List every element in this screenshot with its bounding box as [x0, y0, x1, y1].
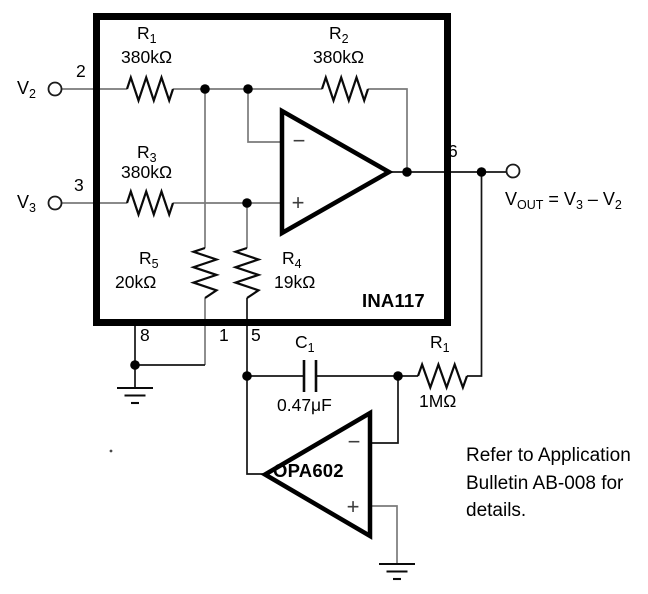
c1-value: 0.47μF [277, 395, 332, 415]
ina117-minus-sign: − [292, 128, 306, 153]
r4-ref: R4 [282, 248, 302, 271]
wire-opa-minus-branch [371, 376, 399, 444]
resistor-r1-top-zigzag [125, 74, 175, 104]
r1-top-ref: R1 [137, 23, 157, 46]
opa602-minus-sign: − [347, 429, 361, 454]
r1-fb-ref: R1 [430, 332, 450, 355]
terminal-v3 [47, 195, 63, 211]
r2-value: 380kΩ [313, 47, 365, 67]
r3-ref: R3 [137, 142, 157, 165]
artifact-dot [109, 449, 113, 453]
r2-ref: R2 [329, 23, 349, 46]
r5-ref: R5 [139, 248, 159, 271]
wire-feedback-vertical [467, 172, 483, 377]
r1-fb-value: 1MΩ [419, 391, 457, 411]
wire-minus-input [247, 89, 281, 143]
pin-3-label: 3 [74, 175, 84, 195]
v3-terminal-label: V3 [17, 192, 36, 215]
r1-top-value: 380kΩ [121, 47, 173, 67]
junction-dot [402, 167, 412, 177]
application-note-line: Refer to Application [466, 445, 631, 466]
ina117-box [93, 13, 451, 326]
resistor-r5-zigzag [190, 246, 220, 299]
wire-opa-plus-to-ground [371, 505, 398, 563]
opamp-opa602-triangle [260, 409, 373, 540]
opa602-part-label: OPA602 [273, 460, 344, 481]
application-note-line: Bulletin AB-008 for [466, 472, 624, 494]
pin-5-label: 5 [251, 325, 261, 345]
c1-ref: C1 [295, 332, 315, 355]
v2-terminal-label: V2 [17, 78, 36, 101]
terminal-vout [505, 163, 521, 179]
application-note-line: details. [466, 500, 527, 521]
resistor-r4-zigzag [232, 246, 262, 299]
ground-symbol-left [117, 386, 153, 405]
ina117-part-label: INA117 [362, 290, 425, 311]
r5-value: 20kΩ [115, 272, 157, 292]
application-note: Refer to Application Bulletin AB-008 for… [466, 442, 631, 525]
junction-dot [242, 371, 252, 381]
junction-dots [130, 84, 487, 381]
wire-r2-to-output [368, 88, 408, 172]
pin-2-label: 2 [76, 61, 86, 81]
r4-value: 19kΩ [274, 272, 316, 292]
resistor-r3-zigzag [125, 188, 175, 218]
ground-symbol-opa [379, 562, 415, 581]
r3-value: 380kΩ [121, 162, 173, 182]
opamp-ina117-triangle [279, 107, 394, 237]
pin-6-label: 6 [448, 141, 458, 161]
junction-dot [243, 84, 253, 94]
junction-dot [242, 198, 252, 208]
wire-opa-output-loop [246, 376, 266, 475]
junction-dot [130, 360, 140, 370]
ina117-plus-sign: + [291, 190, 305, 215]
junction-dot [476, 167, 487, 177]
terminal-v2 [47, 81, 63, 97]
pin-8-label: 8 [140, 325, 150, 345]
opa602-plus-sign: + [346, 494, 360, 519]
junction-dot [200, 84, 210, 94]
resistor-r2-zigzag [320, 74, 370, 104]
vout-formula: VOUT = V3 – V2 [505, 189, 622, 212]
pin-1-label: 1 [219, 325, 229, 345]
resistor-r1-fb-zigzag [416, 361, 469, 391]
junction-dot [393, 371, 403, 381]
